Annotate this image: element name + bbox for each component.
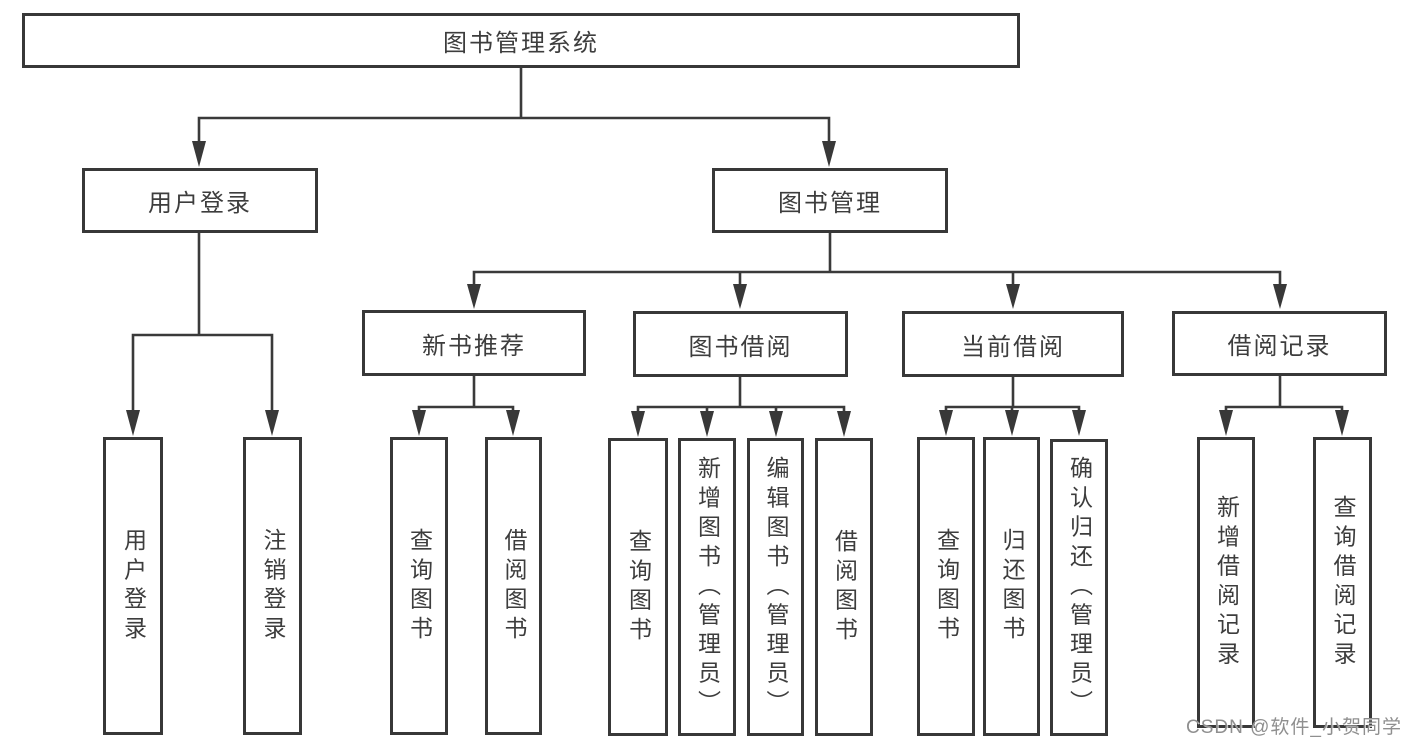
leaf-query-borrow-record: 查询借阅记录 [1313,437,1372,728]
node-label: 编辑图书（管理员） [763,455,789,719]
node-label: 用户登录 [148,190,252,217]
node-label: 用户登录 [120,527,147,645]
node-label: 借阅图书 [501,527,527,645]
node-label: 图书管理 [778,190,882,217]
node-root-system: 图书管理系统 [22,13,1020,68]
node-label: 借阅记录 [1227,333,1332,360]
arrow-head-icon [126,410,140,436]
node-borrow-record: 借阅记录 [1172,311,1387,376]
arrow-head-icon [1335,410,1349,436]
arrow-head-icon [733,284,747,309]
arrow-head-icon [837,411,851,437]
node-label: 查询借阅记录 [1330,494,1356,671]
csdn-watermark: CSDN @软件_小贺同学 [1186,717,1402,738]
leaf-return-book: 归还图书 [983,437,1040,736]
arrow-head-icon [265,410,279,436]
node-label: 新增图书（管理员） [694,455,721,719]
leaf-borrow-book-recommend: 借阅图书 [485,437,542,735]
node-label: 新书推荐 [422,332,526,360]
node-label: 查询图书 [933,528,960,645]
arrow-head-icon [822,141,836,167]
node-book-borrow: 图书借阅 [633,311,848,377]
node-label: 查询图书 [625,528,652,646]
arrow-head-icon [412,410,426,436]
arrow-head-icon [1219,410,1233,436]
node-user-login: 用户登录 [82,168,318,233]
node-label: 借阅图书 [831,528,858,646]
arrow-head-icon [1005,410,1019,436]
leaf-query-book-current: 查询图书 [917,437,975,736]
leaf-borrow-book: 借阅图书 [815,438,873,736]
arrow-head-icon [1006,284,1020,309]
arrow-head-icon [506,410,520,436]
arrow-head-icon [631,411,645,437]
node-label: 图书管理系统 [443,30,599,57]
node-label: 图书借阅 [688,333,793,361]
arrow-head-icon [700,411,714,437]
node-label: 查询图书 [406,527,433,645]
arrow-head-icon [1072,410,1086,436]
node-label: 注销登录 [260,527,286,645]
leaf-add-book-admin: 新增图书（管理员） [678,438,736,736]
leaf-edit-book-admin: 编辑图书（管理员） [747,438,804,736]
leaf-user-login: 用户登录 [103,437,163,735]
leaf-logout-login: 注销登录 [243,437,302,735]
leaf-add-borrow-record: 新增借阅记录 [1197,437,1255,728]
arrow-head-icon [1273,284,1287,309]
leaf-confirm-return-admin: 确认归还（管理员） [1050,439,1108,736]
arrow-head-icon [769,411,783,437]
arrow-head-icon [192,141,206,167]
leaf-query-book-borrow: 查询图书 [608,438,668,736]
node-label: 归还图书 [999,528,1025,645]
arrow-head-icon [939,410,953,436]
node-label: 确认归还（管理员） [1066,456,1093,719]
node-label: 当前借阅 [961,333,1065,361]
leaf-query-book-recommend: 查询图书 [390,437,448,735]
node-book-management: 图书管理 [712,168,948,233]
node-new-book-recommend: 新书推荐 [362,310,586,376]
node-label: 新增借阅记录 [1213,494,1240,671]
node-current-borrow: 当前借阅 [902,311,1124,377]
arrow-head-icon [467,284,481,309]
